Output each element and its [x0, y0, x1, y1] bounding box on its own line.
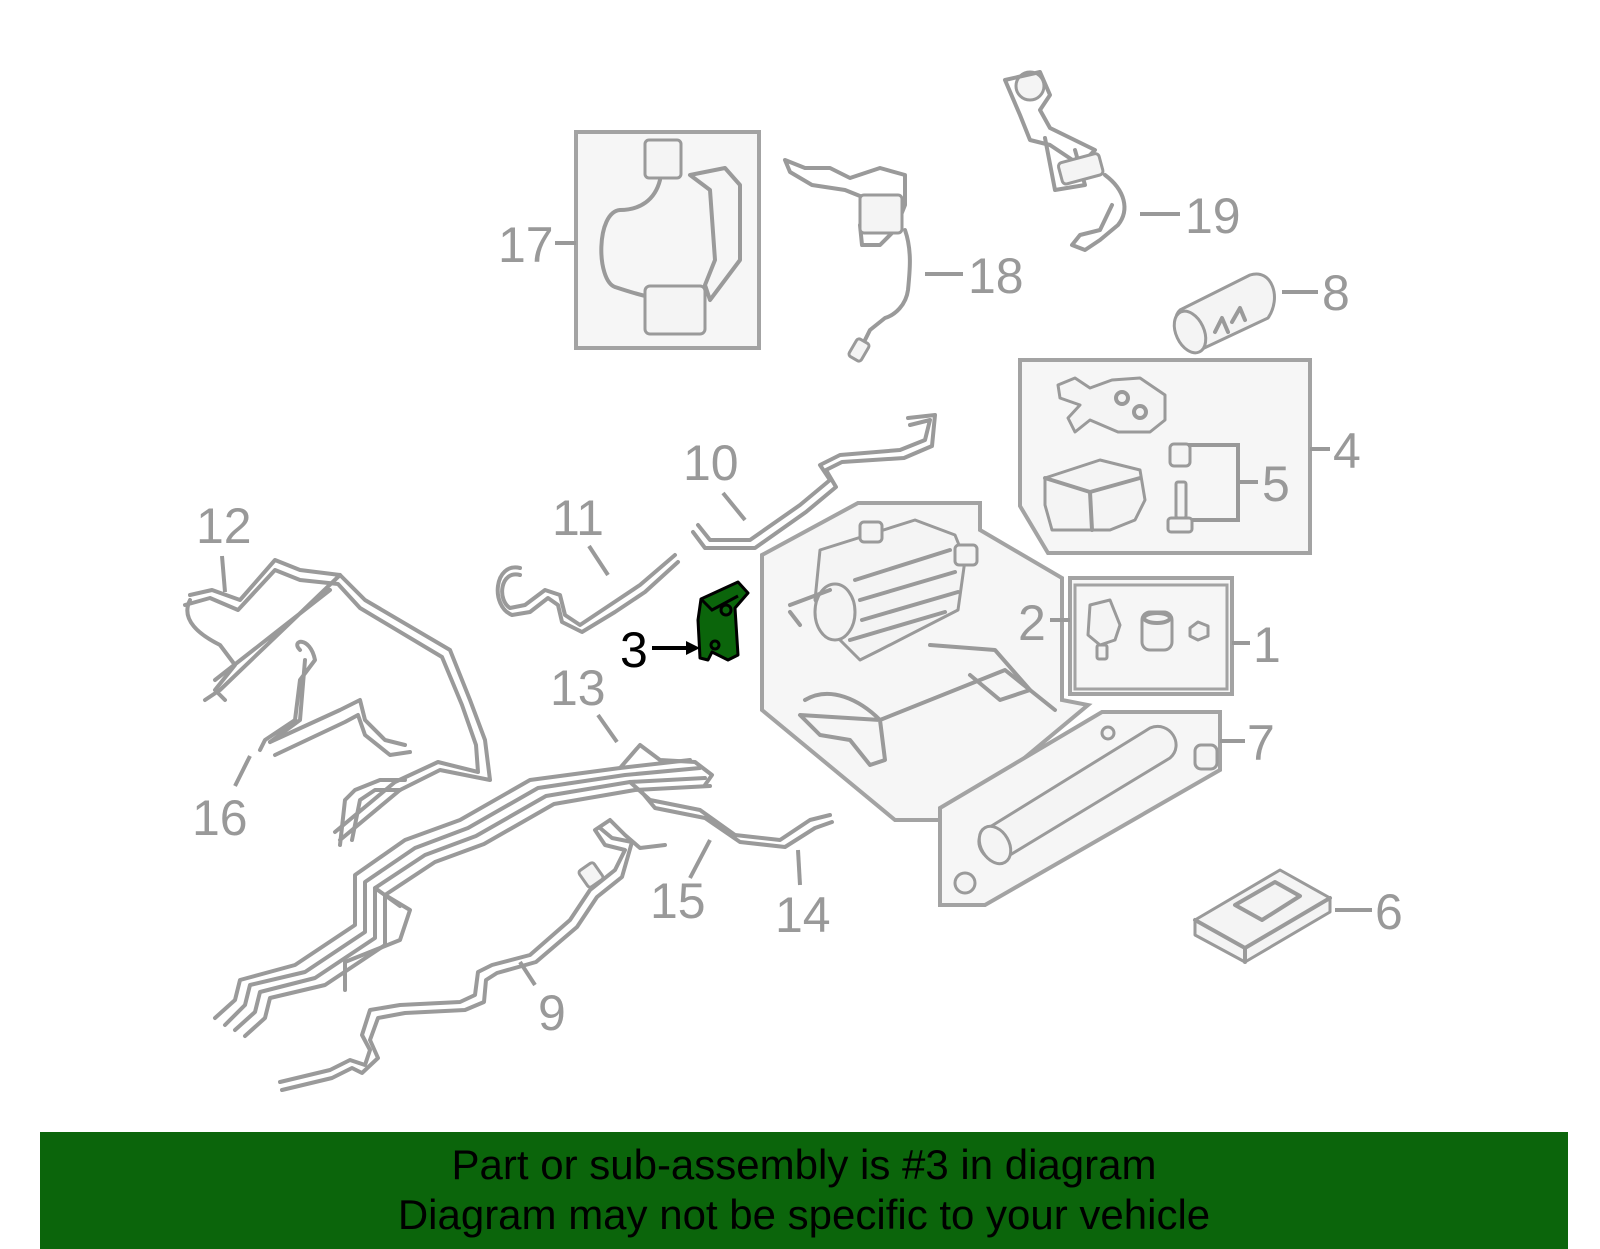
callout-5: 5 [1262, 456, 1290, 512]
info-banner: Part or sub-assembly is #3 in diagram Di… [40, 1132, 1568, 1249]
callout-16: 16 [192, 790, 248, 846]
banner-line-2: Diagram may not be specific to your vehi… [397, 1191, 1211, 1238]
leader-12 [220, 555, 227, 593]
leader-14 [796, 849, 802, 886]
callout-4: 4 [1333, 423, 1361, 479]
part-4-valve-block [1043, 376, 1167, 532]
part-5-fasteners [1166, 442, 1194, 534]
callout-17: 17 [498, 217, 554, 273]
callout-6: 6 [1375, 884, 1403, 940]
callout-8: 8 [1322, 265, 1350, 321]
line-bundle-13-14-15 [213, 743, 834, 1038]
part-9-connector [577, 861, 605, 889]
callout-7: 7 [1247, 715, 1275, 771]
callout-19: 19 [1185, 188, 1241, 244]
callout-18: 18 [968, 248, 1024, 304]
part-11-line [500, 553, 677, 627]
part-12-loop [185, 598, 237, 702]
compressor-assembly [788, 518, 1057, 767]
part-1-inner-box [1073, 583, 1229, 691]
part-10-line-outer [691, 413, 937, 550]
part-9-line-outer [280, 826, 634, 1092]
leader-16 [233, 755, 252, 787]
part-19-level-sensor [1003, 70, 1127, 252]
part-1-bushing [1140, 610, 1210, 652]
callout-1: 1 [1253, 617, 1281, 673]
part-11-line-outer [495, 560, 680, 634]
part-12-line-outer [183, 568, 480, 834]
part-7-accumulator [953, 725, 1219, 895]
callout-13: 13 [550, 660, 606, 716]
part-18-level-sensor [783, 158, 912, 363]
leader-5 [1188, 443, 1258, 522]
part-6-control-module [1193, 868, 1332, 964]
leader-9 [518, 960, 537, 987]
part-16-tail [268, 698, 412, 757]
part-12-line [188, 558, 492, 842]
part-3-bracket [696, 580, 750, 662]
callout-14: 14 [775, 887, 831, 943]
callout-11: 11 [552, 490, 604, 546]
leader-13 [596, 713, 619, 744]
part-17-sensor [599, 138, 742, 336]
callout-12: 12 [196, 498, 252, 554]
leader-3-arrowhead [686, 641, 700, 655]
leader-11 [587, 544, 610, 577]
callout-3: 3 [620, 622, 648, 678]
leader-10 [721, 491, 747, 522]
callout-15: 15 [650, 873, 706, 929]
part-2-mount [1086, 598, 1122, 661]
callout-10: 10 [683, 435, 739, 491]
part-16-hook [338, 778, 407, 847]
callout-2: 2 [1018, 595, 1046, 651]
leader-15 [688, 839, 712, 879]
part-8-canister [1172, 272, 1276, 355]
part-10-line [696, 418, 932, 542]
callout-9: 9 [538, 985, 566, 1041]
banner-line-1: Part or sub-assembly is #3 in diagram [451, 1141, 1157, 1188]
part-16-line [258, 639, 317, 752]
